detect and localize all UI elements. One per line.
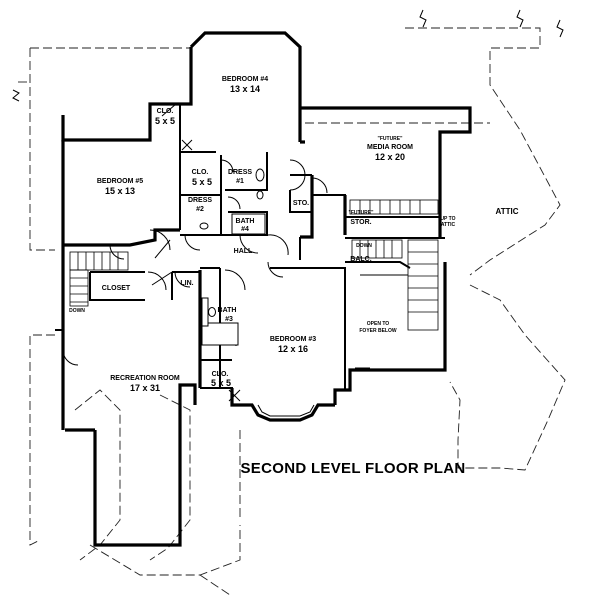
recreation-name: RECREATION ROOM [110,375,180,382]
bedroom5-name: BEDROOM #5 [97,178,143,185]
open-foyer-line1: OPEN TO [367,321,390,327]
media-name: MEDIA ROOM [367,144,413,151]
room-labels: BEDROOM #4 13 x 14 CLO. 5 x 5 BEDROOM #5… [69,76,519,393]
bath4-name: BATH [236,218,255,225]
plan-title: SECOND LEVEL FLOOR PLAN [241,460,466,477]
down-left-note: DOWN [69,308,85,314]
roof-lines [18,27,566,596]
clo2-name: CLO. [192,169,209,176]
bath3-name: BATH [218,307,237,314]
future-stor-tag: "FUTURE" [348,210,374,216]
balc-name: BALC. [350,256,371,263]
media-size: 12 x 20 [375,152,405,162]
bay-window [257,404,315,417]
bedroom3-name: BEDROOM #3 [270,336,316,343]
future-stor-name: STOR. [350,219,371,226]
down-right-note: DOWN [356,243,372,249]
bath-fixtures [181,139,266,402]
bedroom4-name: BEDROOM #4 [222,76,268,83]
bedroom3-size: 12 x 16 [278,344,308,354]
attic-name: ATTIC [496,207,519,216]
media-room-outline [300,106,472,218]
clo1-name: CLO. [157,108,174,115]
recreation-size: 17 x 31 [130,383,160,393]
stairs-left [69,251,129,307]
up-to-attic-line1: UP TO [440,216,455,222]
dress2-name: DRESS [188,197,212,204]
dress1-num: #1 [236,178,244,185]
stairs-right [349,199,439,369]
dress2-num: #2 [196,206,204,213]
closet-name: CLOSET [102,285,131,292]
open-foyer-line2: FOYER BELOW [359,328,397,334]
clo2-size: 5 x 5 [192,177,212,187]
break-marks [12,9,564,102]
bedroom4-size: 13 x 14 [230,84,260,94]
interior-walls [55,104,445,405]
clo3-size: 5 x 5 [211,378,231,388]
bath3-num: #3 [225,316,233,323]
up-to-attic-line2: ATTIC [441,222,456,228]
dress1-name: DRESS [228,169,252,176]
bath4-num: #4 [241,226,249,233]
sto-name: STO. [293,200,309,207]
media-tag: "FUTURE" [377,136,403,142]
bedroom5-size: 15 x 13 [105,186,135,196]
lin-name: LIN. [180,280,193,287]
door-swings [62,103,328,366]
clo3-name: CLO. [212,371,229,378]
clo1-size: 5 x 5 [155,116,175,126]
hall-name: HALL [234,248,253,255]
